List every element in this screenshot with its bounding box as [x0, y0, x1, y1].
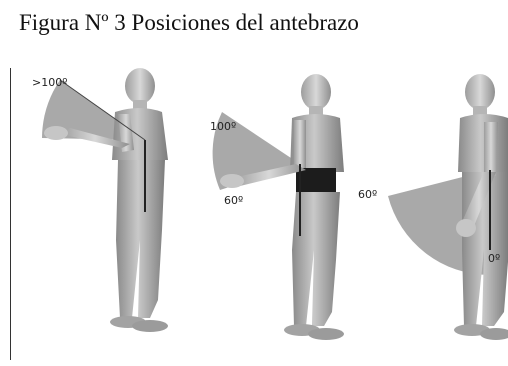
pose-1-angle-label: >100º — [32, 76, 67, 89]
figure-caption: Figura Nº 3 Posiciones del antebrazo — [19, 10, 359, 35]
pose-1-figure: >100º — [32, 68, 168, 332]
pose-3-figure: 60º 0º — [358, 74, 508, 340]
pose-3-lower-angle-label: 0º — [488, 252, 500, 265]
figure-left-border — [10, 68, 11, 360]
pose-2-lower-angle-label: 60º — [224, 194, 243, 207]
pose-2-upper-angle-label: 100º — [210, 120, 236, 133]
pose-2-figure: 100º 60º — [210, 74, 344, 340]
pose-3-upper-angle-label: 60º — [358, 188, 377, 201]
